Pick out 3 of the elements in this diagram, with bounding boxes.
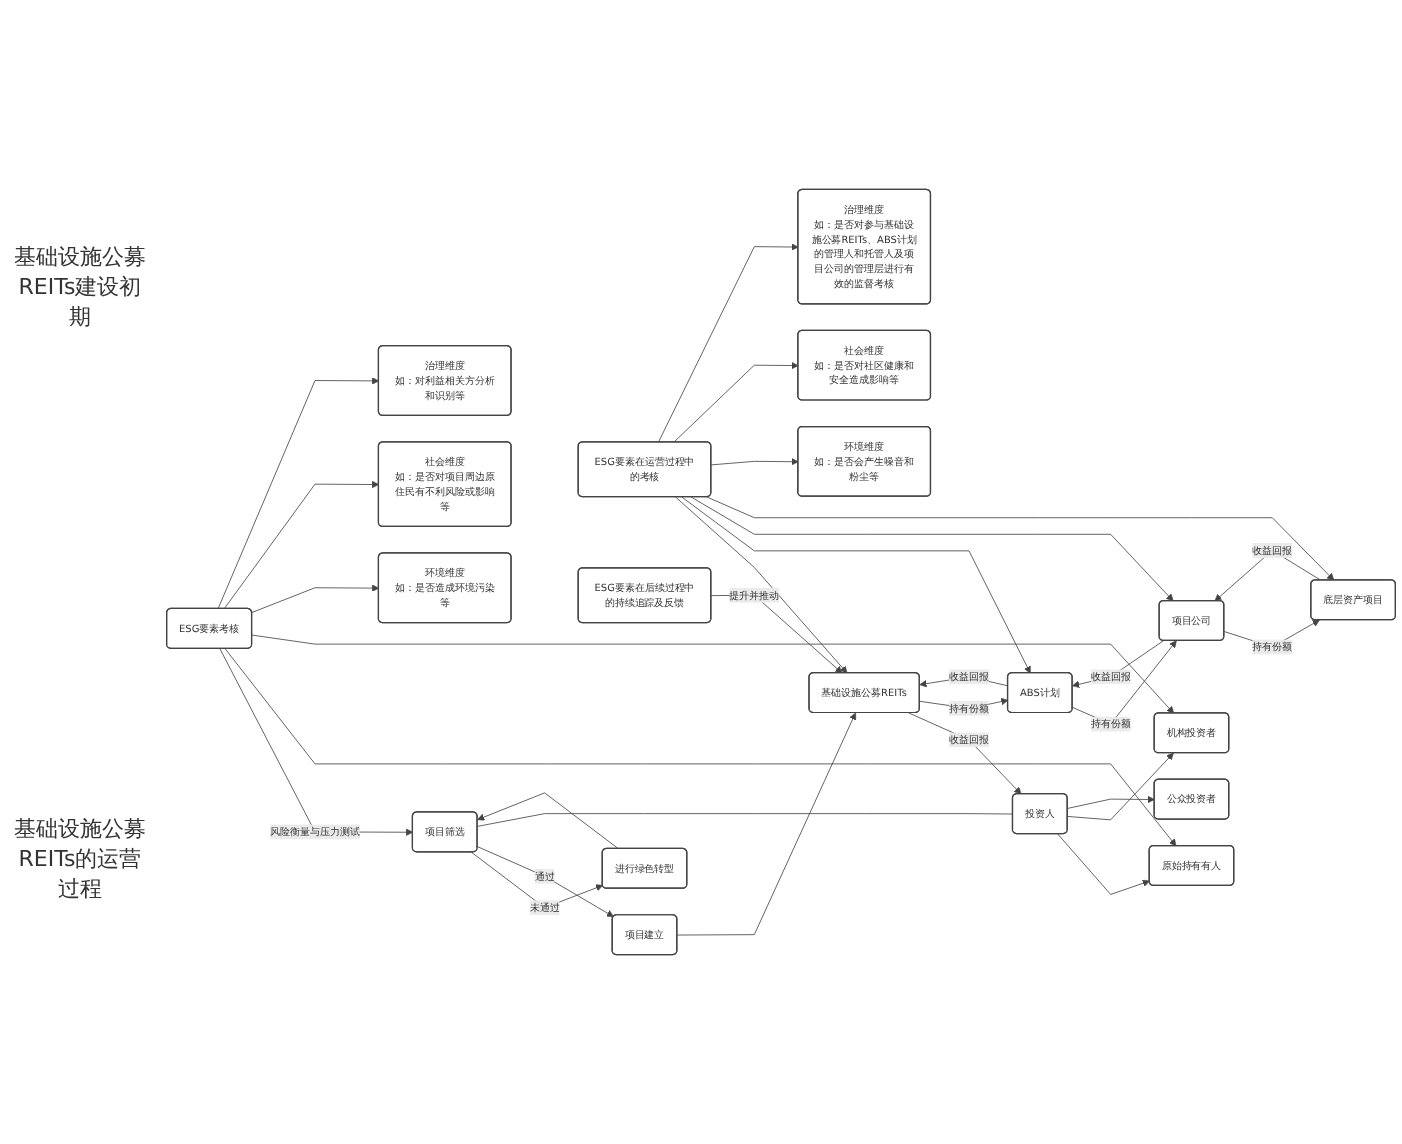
phase-label: 基础设施公募REITs建设初期: [12, 241, 148, 331]
connector: [477, 813, 1014, 827]
phase-label: 基础设施公募REITs的运营过程: [12, 813, 148, 903]
